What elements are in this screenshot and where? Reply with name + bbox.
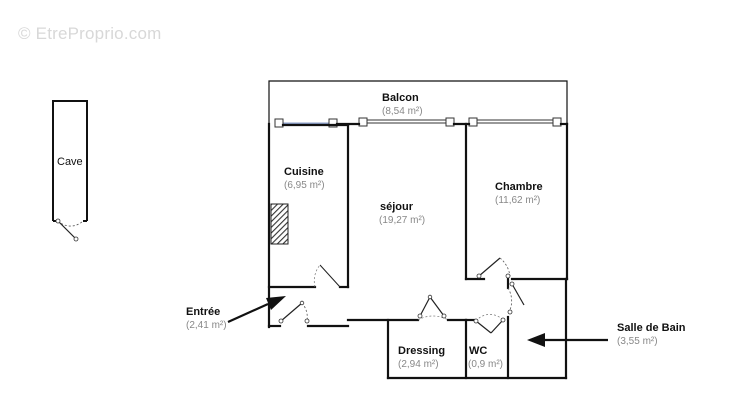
wc-area: (0,9 m²): [468, 359, 503, 370]
dressing-door-icon: [417, 294, 449, 321]
cave-name: Cave: [57, 156, 83, 168]
chambre-area: (11,62 m²): [495, 195, 541, 206]
salle-de-bain-name: Salle de Bain: [617, 322, 686, 334]
wc-name: WC: [469, 345, 488, 357]
entree-area: (2,41 m²): [186, 320, 227, 331]
balcony-outline: [268, 80, 568, 124]
dressing-name: Dressing: [398, 345, 446, 357]
balcon-area: (8,54 m²): [382, 106, 423, 117]
watermark-logo: © EtreProprio.com: [18, 24, 162, 43]
wc-door-icon: [473, 314, 506, 334]
kitchen-door-icon: [313, 264, 341, 288]
hatched-column: [270, 203, 289, 245]
dressing-area: (2,94 m²): [398, 359, 439, 370]
cave-door-icon: [55, 218, 84, 242]
entrance-arrow-icon: [227, 296, 286, 324]
cuisine-name: Cuisine: [284, 166, 324, 178]
chambre-name: Chambre: [495, 181, 543, 193]
walls: [267, 122, 569, 380]
cuisine-area: (6,95 m²): [284, 180, 325, 191]
salle-de-bain-area: (3,55 m²): [617, 336, 658, 347]
entry-door-icon: [278, 300, 310, 324]
sejour-name: séjour: [380, 201, 414, 213]
bathroom-door-icon: [507, 281, 525, 315]
cave-room: [52, 100, 88, 242]
balcon-name: Balcon: [382, 92, 419, 104]
entree-name: Entrée: [186, 306, 221, 318]
bedroom-door-icon: [476, 257, 511, 279]
bathroom-arrow-icon: [527, 333, 608, 347]
sejour-area: (19,27 m²): [379, 215, 426, 226]
